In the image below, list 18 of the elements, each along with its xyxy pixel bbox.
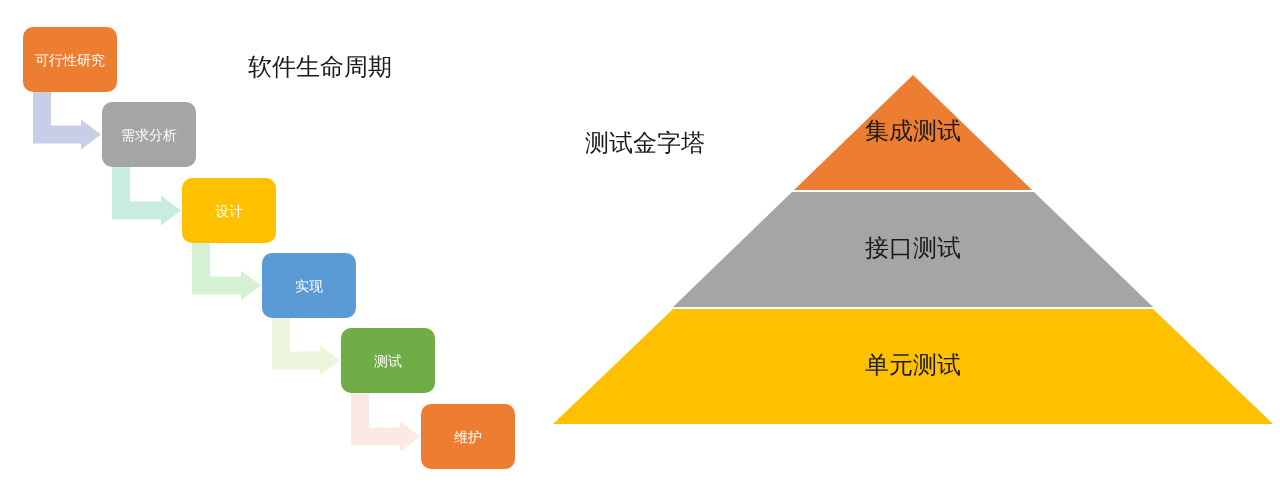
tier-label: 单元测试 [865, 351, 961, 379]
process-box: 维护 [421, 404, 515, 469]
process-box: 测试 [341, 328, 435, 393]
process-box: 实现 [262, 253, 356, 318]
bent-arrow [33, 92, 101, 150]
section-heading: 软件生命周期 [248, 53, 392, 81]
pyramid-tier [553, 309, 1273, 424]
tier-label: 集成测试 [865, 117, 961, 145]
process-box: 需求分析 [102, 102, 196, 167]
pyramid-tier [794, 75, 1032, 190]
pyramid-tier [673, 192, 1153, 307]
bent-arrow [351, 393, 420, 452]
section-heading: 测试金字塔 [585, 129, 705, 157]
bent-arrow [192, 243, 261, 301]
bent-arrow [272, 318, 340, 376]
tier-label: 接口测试 [865, 234, 961, 262]
process-box: 设计 [182, 178, 276, 243]
process-box: 可行性研究 [23, 27, 117, 92]
